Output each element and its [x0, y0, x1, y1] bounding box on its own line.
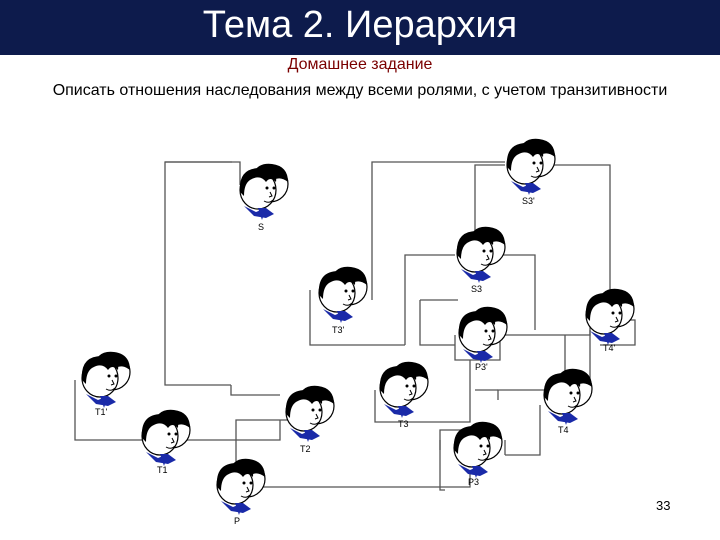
role-T4p: T4' — [585, 288, 635, 353]
role-label-T4p: T4' — [603, 343, 616, 353]
role-T3: T3 — [379, 361, 429, 429]
title-bar — [0, 0, 720, 55]
role-P3: P3 — [453, 421, 503, 487]
role-label-T1p: T1' — [95, 407, 108, 417]
role-label-P: P — [234, 516, 240, 526]
role-T3p: T3' — [318, 266, 368, 335]
role-label-P3: P3 — [468, 477, 479, 487]
role-T2: T2 — [285, 385, 335, 454]
role-S3p: S3' — [506, 138, 556, 206]
person-head-icon — [239, 163, 289, 221]
page-number: 33 — [656, 498, 671, 513]
role-P3p: P3' — [458, 306, 508, 372]
person-head-icon — [456, 226, 506, 284]
person-head-icon — [453, 421, 503, 479]
person-head-icon — [141, 409, 191, 467]
person-head-icon — [318, 266, 368, 324]
person-head-icon — [506, 138, 556, 196]
slide-subtitle: Домашнее задание — [287, 56, 433, 73]
connector-lines — [74, 161, 636, 491]
role-label-S: S — [258, 222, 264, 232]
role-label-T3: T3 — [398, 419, 409, 429]
slide-title: Тема 2. Иерархия — [202, 4, 518, 46]
role-label-T1: T1 — [157, 465, 168, 475]
role-label-T2: T2 — [300, 444, 311, 454]
person-head-icon — [81, 351, 131, 409]
role-label-T4: T4 — [558, 425, 569, 435]
role-P: P — [216, 458, 266, 526]
role-label-P3p: P3' — [475, 362, 488, 372]
task-text: Описать отношения наследования между все… — [52, 82, 668, 99]
person-head-icon — [379, 361, 429, 419]
person-head-icon — [543, 368, 593, 426]
person-head-icon — [285, 385, 335, 443]
role-S: S — [239, 163, 289, 232]
person-head-icon — [585, 288, 635, 346]
person-head-icon — [216, 458, 266, 516]
role-T4: T4 — [543, 368, 593, 435]
role-label-S3: S3 — [471, 284, 482, 294]
role-label-T3p: T3' — [332, 325, 345, 335]
role-T1p: T1' — [81, 351, 131, 417]
role-label-S3p: S3' — [522, 196, 535, 206]
role-T1: T1 — [141, 409, 191, 475]
role-S3: S3 — [456, 226, 506, 294]
